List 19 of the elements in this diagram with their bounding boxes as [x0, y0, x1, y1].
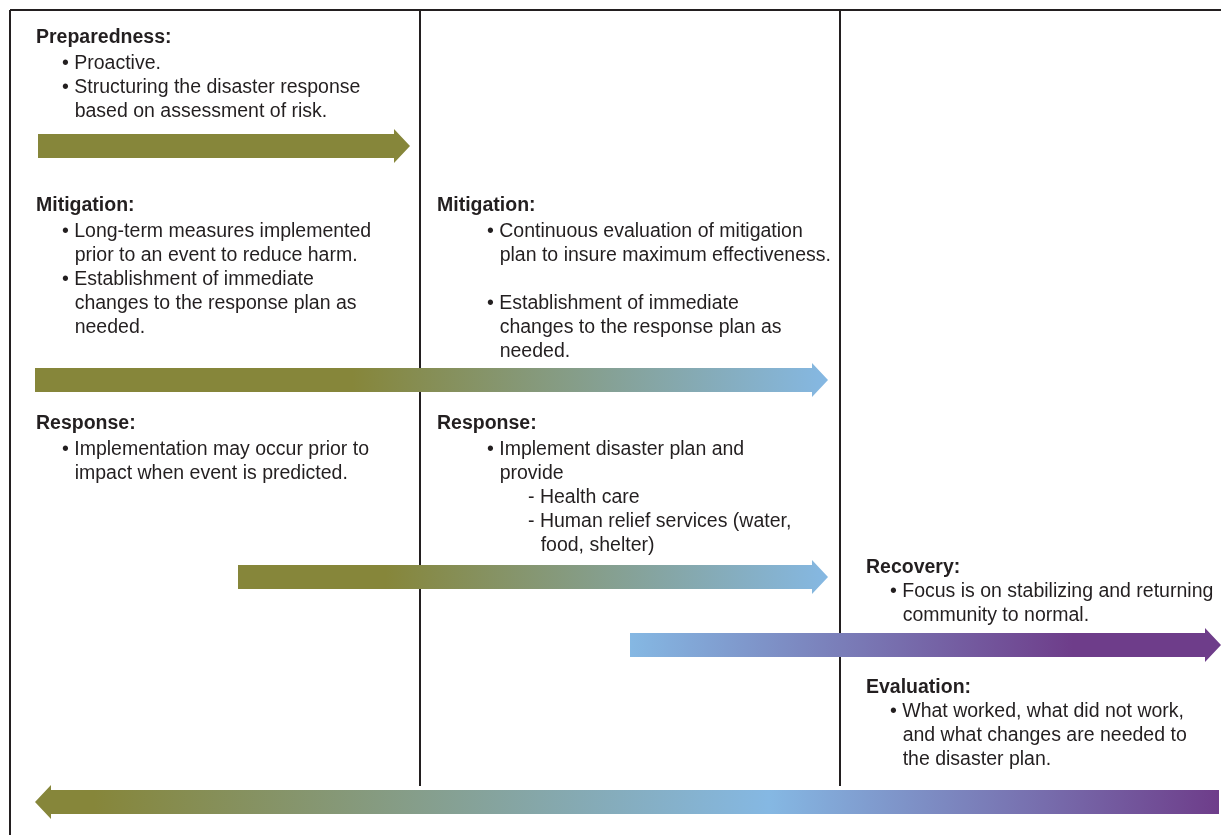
bullet-text: • Long-term measures implemented prior to an event to reduce harm. [62, 218, 373, 266]
phase-heading: Response: [437, 410, 538, 434]
bullet-text: • Implement disaster plan and provide [487, 436, 746, 484]
phase-heading: Response: [36, 410, 137, 434]
bullet-text: • Continuous evaluation of mitigation plan to insure maximum effectiveness. [487, 218, 832, 266]
bullet-text: - Human relief services (water, food, shelter) [528, 508, 793, 556]
phase-heading: Recovery: [866, 554, 962, 578]
bullet-text: • Implementation may occur prior to impact when event is predicted. [62, 436, 371, 484]
bullet-text: • Establishment of immediate changes to the response plan as needed. [487, 290, 783, 362]
phase-heading: Mitigation: [36, 192, 136, 216]
bullet-text: • Establishment of immediate changes to the response plan as needed. [62, 266, 358, 338]
phase-heading: Evaluation: [866, 674, 973, 698]
bullet-text: - Health care [528, 484, 641, 508]
bullet-text: • What worked, what did not work, and what changes are needed to the disaster plan. [890, 698, 1188, 770]
bullet-text: • Proactive. [62, 50, 162, 74]
bullet-text: • Focus is on stabilizing and returning community to normal. [890, 578, 1215, 626]
bullet-text: • Structuring the disaster response based on assessment of risk. [62, 74, 362, 122]
phase-heading: Mitigation: [437, 192, 537, 216]
phase-heading: Preparedness: [36, 24, 173, 48]
